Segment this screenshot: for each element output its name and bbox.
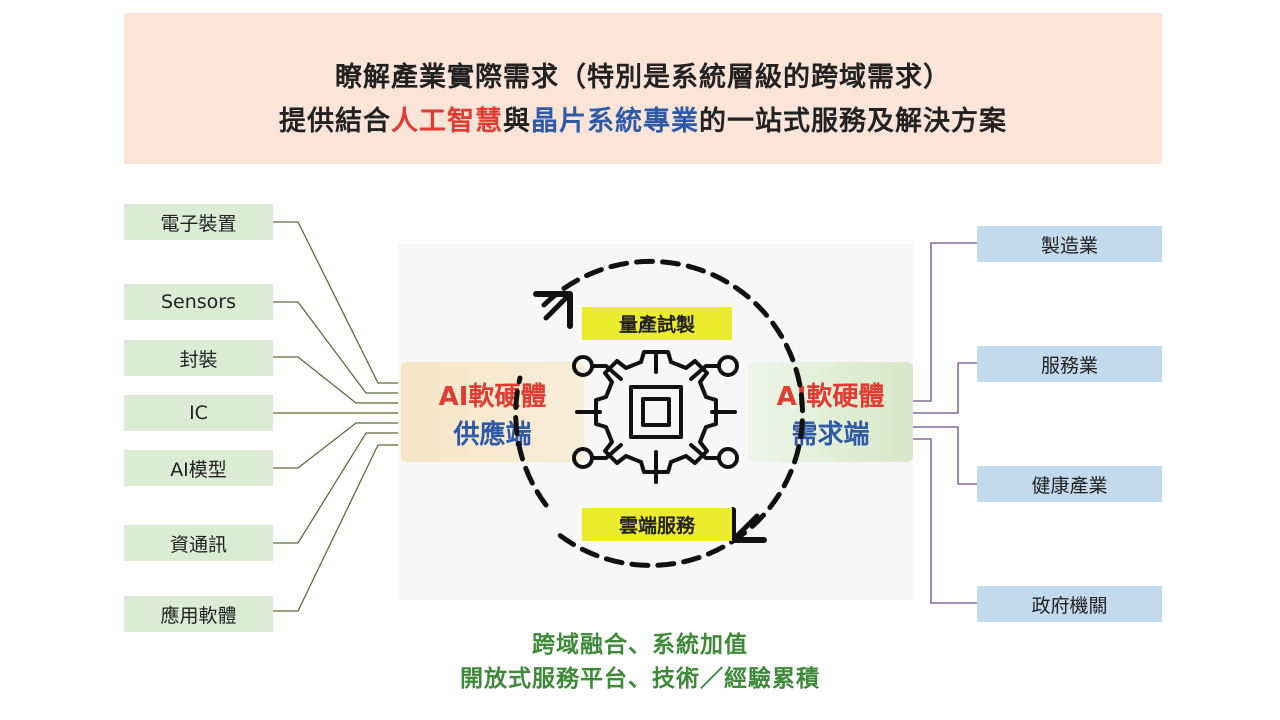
banner-highlight-ai: 人工智慧	[391, 106, 503, 137]
connector-manufacturing	[913, 242, 977, 402]
supply-item-electronics: 電子裝置	[124, 204, 273, 240]
footer-line-2: 開放式服務平台、技術／經驗累積	[460, 666, 820, 692]
connector-ai-model	[273, 422, 398, 469]
banner-line-2-suffix: 的一站式服務及解決方案	[699, 106, 1007, 137]
supply-connectors	[273, 221, 398, 612]
banner-line-2-prefix: 提供結合	[279, 106, 391, 137]
demand-connectors	[913, 242, 977, 604]
supply-item-software: 應用軟體	[124, 596, 273, 632]
supply-item-sensors: Sensors	[124, 284, 273, 320]
connector-services	[913, 362, 977, 414]
demand-item-services: 服務業	[977, 346, 1162, 382]
supply-item-ai-model: AI模型	[124, 450, 273, 486]
supply-item-ic: IC	[124, 395, 273, 431]
demand-side-block: AI軟硬體 需求端	[748, 362, 913, 462]
connector-electronics	[273, 221, 398, 384]
connector-government	[913, 438, 977, 604]
banner-line-2-middle: 與	[503, 106, 531, 137]
cloud-service-label: 雲端服務	[582, 508, 732, 541]
banner-line-2: 提供結合人工智慧與晶片系統專業的一站式服務及解決方案	[124, 99, 1162, 138]
footer-line-1: 跨域融合、系統加值	[532, 632, 748, 658]
header-banner: 瞭解產業實際需求（特別是系統層級的跨域需求） 提供結合人工智慧與晶片系統專業的一…	[124, 13, 1162, 164]
supply-item-packaging: 封裝	[124, 340, 273, 376]
connector-software	[273, 444, 398, 612]
banner-highlight-chip: 晶片系統專業	[531, 106, 699, 137]
connector-sensors	[273, 301, 398, 394]
demand-title: AI軟硬體	[776, 382, 885, 412]
mass-production-label: 量產試製	[582, 307, 732, 340]
supply-item-ict: 資通訊	[124, 525, 273, 561]
connector-ict	[273, 432, 398, 544]
demand-item-manufacturing: 製造業	[977, 226, 1162, 262]
demand-item-healthcare: 健康產業	[977, 466, 1162, 502]
connector-packaging	[273, 356, 398, 404]
banner-line-1: 瞭解產業實際需求（特別是系統層級的跨域需求）	[335, 62, 951, 93]
supply-title: AI軟硬體	[438, 382, 547, 412]
demand-item-government: 政府機關	[977, 586, 1162, 622]
connector-healthcare	[913, 426, 977, 485]
